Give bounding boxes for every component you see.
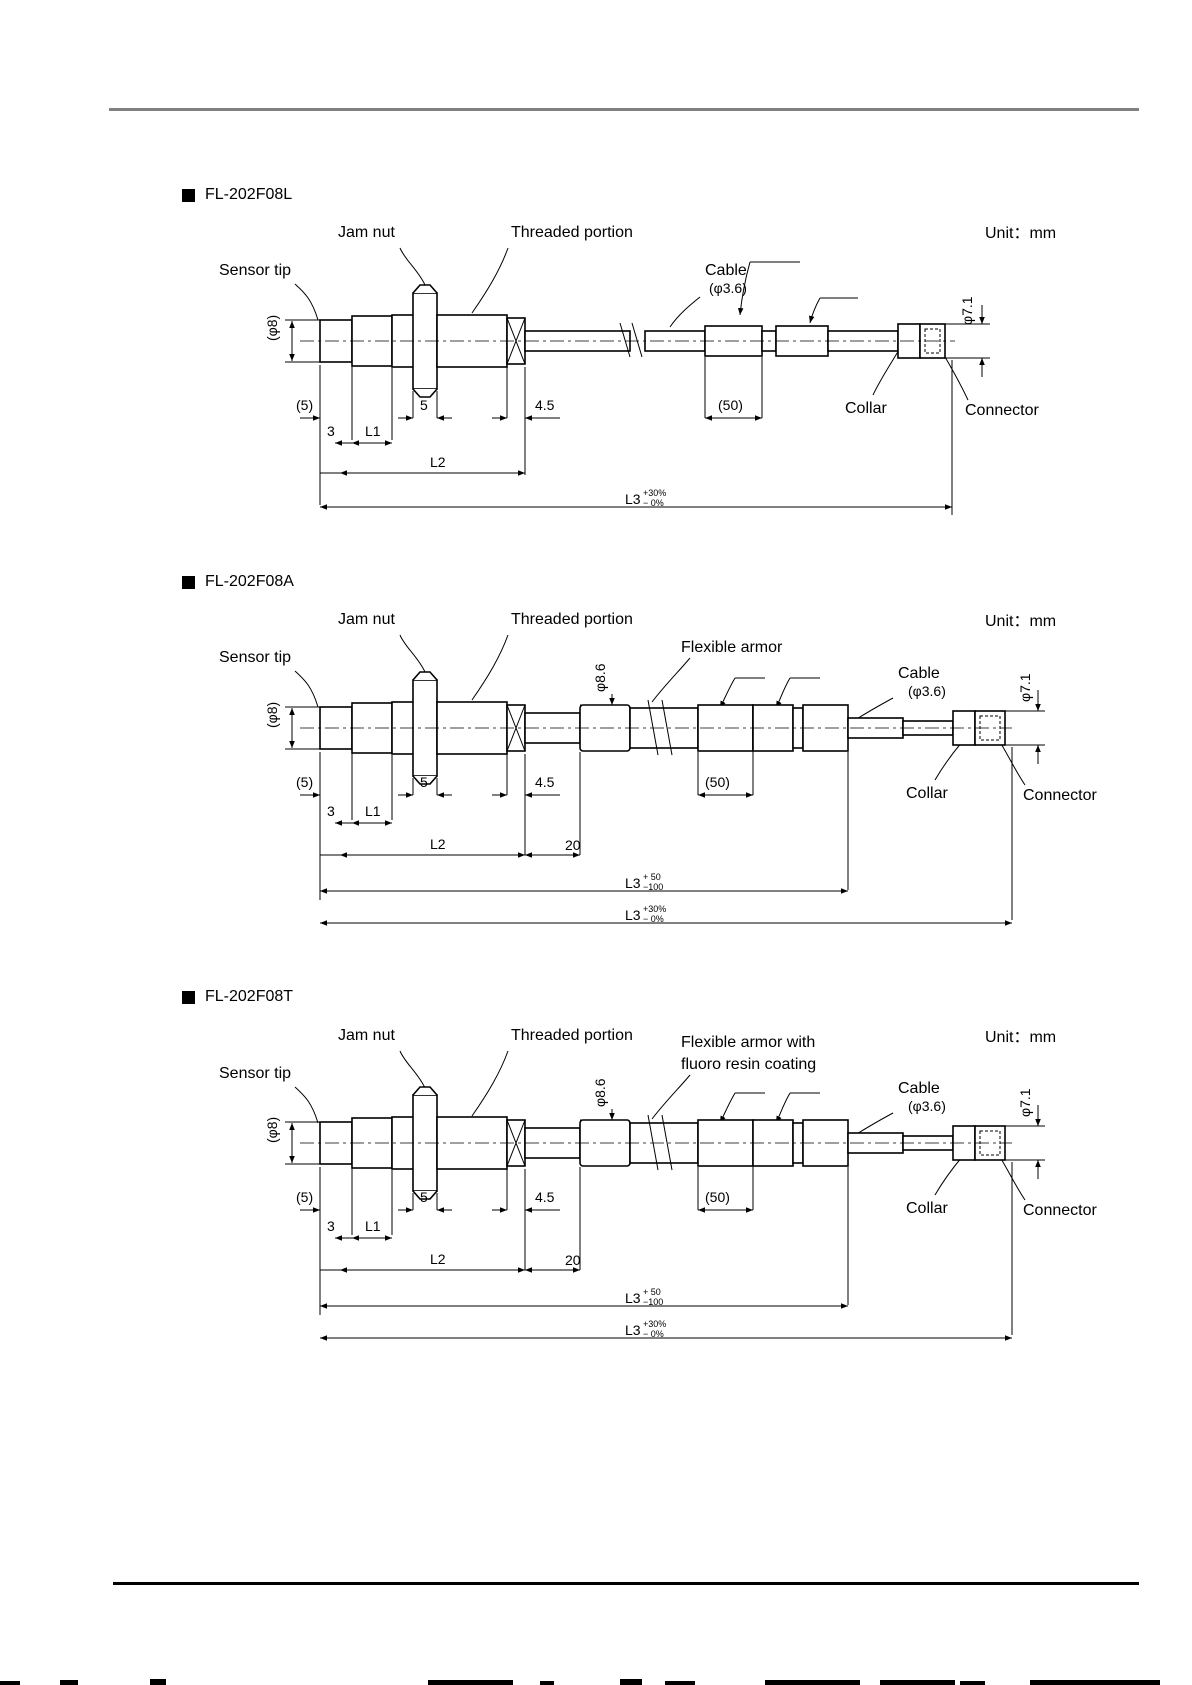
section-title-fl-202f08a: FL-202F08A: [182, 573, 294, 591]
section-title-text: FL-202F08T: [205, 988, 294, 1005]
dim-l3-b-tol-down: − 0%: [643, 1329, 664, 1339]
header-rule: [109, 108, 1139, 111]
dim-l3-tol-down: − 0%: [643, 498, 664, 508]
label-threaded-portion: Threaded portion: [511, 611, 633, 628]
dim-l3-b-tol-down: − 0%: [643, 914, 664, 924]
dim-4-5: 4.5: [535, 774, 555, 790]
dim-connector-diameter: φ7.1: [1017, 673, 1033, 702]
label-flexible-armor: Flexible armor: [681, 639, 783, 656]
dim-l2: L2: [430, 1251, 446, 1267]
label-connector: Connector: [965, 402, 1039, 419]
label-connector: Connector: [1023, 787, 1097, 804]
dim-connector-diameter: φ7.1: [959, 296, 975, 325]
dim-connector-diameter: φ7.1: [1017, 1088, 1033, 1117]
dim-l3-a-tol-down: −100: [643, 1297, 663, 1307]
dim-armor-diameter: φ8.6: [592, 1078, 608, 1107]
dim-l3-b: L3: [625, 907, 641, 923]
dim-l1: L1: [365, 1218, 381, 1234]
dim-4-5: 4.5: [535, 1189, 555, 1205]
dim-l3-b-tol-up: +30%: [643, 904, 666, 914]
dim-l3-a: L3: [625, 1290, 641, 1306]
label-cable-diameter: (φ3.6): [908, 1098, 946, 1114]
label-armor-line-2: fluoro resin coating: [681, 1056, 816, 1073]
label-cable: Cable: [898, 665, 940, 682]
label-cable: Cable: [898, 1080, 940, 1097]
dim-5-paren: (5): [296, 397, 313, 413]
footer-scan-artifacts: [0, 1679, 1160, 1685]
dim-5-paren: (5): [296, 1189, 313, 1205]
label-cable: Cable: [705, 262, 747, 279]
dim-l3-a-tol-up: + 50: [643, 872, 661, 882]
square-bullet-icon: [182, 575, 195, 589]
dim-50: (50): [718, 397, 743, 413]
footer-rule: [113, 1582, 1139, 1585]
dim-tip-diameter: (φ8): [264, 702, 280, 728]
label-sensor-tip: Sensor tip: [219, 262, 291, 279]
dim-armor-diameter: φ8.6: [592, 663, 608, 692]
label-unit: Unit：mm: [985, 613, 1056, 630]
label-unit: Unit：mm: [985, 225, 1056, 242]
dim-3: 3: [327, 423, 335, 439]
label-threaded-portion: Threaded portion: [511, 224, 633, 241]
dim-3: 3: [327, 803, 335, 819]
label-unit: Unit：mm: [985, 1029, 1056, 1046]
dim-l2: L2: [430, 836, 446, 852]
dim-4-5: 4.5: [535, 397, 555, 413]
label-sensor-tip: Sensor tip: [219, 649, 291, 666]
dim-20: 20: [565, 837, 581, 853]
label-connector: Connector: [1023, 1202, 1097, 1219]
label-sensor-tip: Sensor tip: [219, 1065, 291, 1082]
section-title-text: FL-202F08A: [205, 573, 294, 590]
dim-l1: L1: [365, 803, 381, 819]
drawing-fl-202f08t: Jam nut Threaded portion Sensor tip Flex…: [219, 1027, 1097, 1341]
dim-l3-a-tol-down: −100: [643, 882, 663, 892]
section-title-fl-202f08t: FL-202F08T: [182, 988, 293, 1006]
drawing-fl-202f08a: Jam nut Threaded portion Sensor tip Flex…: [219, 611, 1097, 926]
dim-l3-a: L3: [625, 875, 641, 891]
label-armor-line-1: Flexible armor with: [681, 1034, 815, 1051]
square-bullet-icon: [182, 990, 195, 1004]
label-cable-diameter: (φ3.6): [709, 280, 747, 296]
dim-5: 5: [420, 774, 428, 790]
dim-l2: L2: [430, 454, 446, 470]
dim-5: 5: [420, 1189, 428, 1205]
label-collar: Collar: [906, 785, 948, 802]
label-jam-nut: Jam nut: [338, 1027, 395, 1044]
label-cable-diameter: (φ3.6): [908, 683, 946, 699]
dim-l3-b: L3: [625, 1322, 641, 1338]
dim-l3-a-tol-up: + 50: [643, 1287, 661, 1297]
label-collar: Collar: [906, 1200, 948, 1217]
label-jam-nut: Jam nut: [338, 611, 395, 628]
section-title-text: FL-202F08L: [205, 186, 293, 203]
dim-50: (50): [705, 1189, 730, 1205]
square-bullet-icon: [182, 188, 195, 202]
section-title-fl-202f08l: FL-202F08L: [182, 186, 292, 204]
dim-l3: L3: [625, 491, 641, 507]
dim-5-paren: (5): [296, 774, 313, 790]
dim-50: (50): [705, 774, 730, 790]
dim-l1: L1: [365, 423, 381, 439]
dim-tip-diameter: (φ8): [264, 1117, 280, 1143]
label-threaded-portion: Threaded portion: [511, 1027, 633, 1044]
dim-l3-b-tol-up: +30%: [643, 1319, 666, 1329]
dim-5: 5: [420, 397, 428, 413]
dim-l3-tol-up: +30%: [643, 488, 666, 498]
dim-3: 3: [327, 1218, 335, 1234]
dim-20: 20: [565, 1252, 581, 1268]
label-jam-nut: Jam nut: [338, 224, 395, 241]
drawing-fl-202f08l: Jam nut Threaded portion Sensor tip Cabl…: [219, 224, 1056, 515]
dim-tip-diameter: (φ8): [264, 315, 280, 341]
label-collar: Collar: [845, 400, 887, 417]
